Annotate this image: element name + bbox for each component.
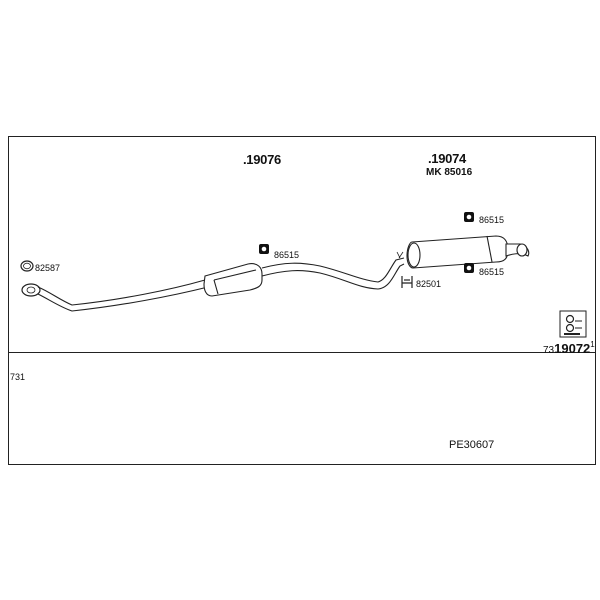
assembly-code: 73190721: [543, 340, 595, 358]
rear-pipe-part-number: .19076: [243, 152, 281, 167]
fitting-kit-icon: [559, 310, 587, 338]
set-number: PE30607: [449, 439, 495, 451]
diagram-frame: [8, 136, 596, 465]
rubber-mount-label-rear-top: 86515: [479, 215, 505, 225]
rubber-mount-icon: [259, 244, 269, 254]
assembly-code-prefix: 73: [543, 345, 555, 356]
rear-silencer: [406, 235, 530, 269]
rear-pipe: [261, 257, 405, 290]
gasket-label: 82587: [35, 263, 61, 273]
rubber-mount-label-mid: 86515: [274, 250, 300, 260]
clamp-icon: [401, 276, 413, 288]
rubber-mount-icon: [464, 212, 474, 222]
rubber-mount-label-rear-bottom: 86515: [479, 267, 505, 277]
front-flange-icon: [21, 283, 41, 297]
gasket-ring-icon: [20, 260, 34, 272]
rear-silencer-part-number: .19074: [428, 151, 466, 166]
center-silencer: [203, 263, 263, 297]
section-divider: [8, 352, 596, 353]
clamp-label: 82501: [416, 279, 442, 289]
leader-lines: [396, 251, 404, 259]
rubber-mount-icon: [464, 263, 474, 273]
assembly-code-suffix: 1: [590, 340, 595, 349]
mounting-kit-number: MK 85016: [426, 167, 473, 178]
front-pipe: [37, 279, 209, 312]
assembly-code-main: 19072: [554, 341, 591, 356]
footer-note: 731: [10, 372, 26, 382]
